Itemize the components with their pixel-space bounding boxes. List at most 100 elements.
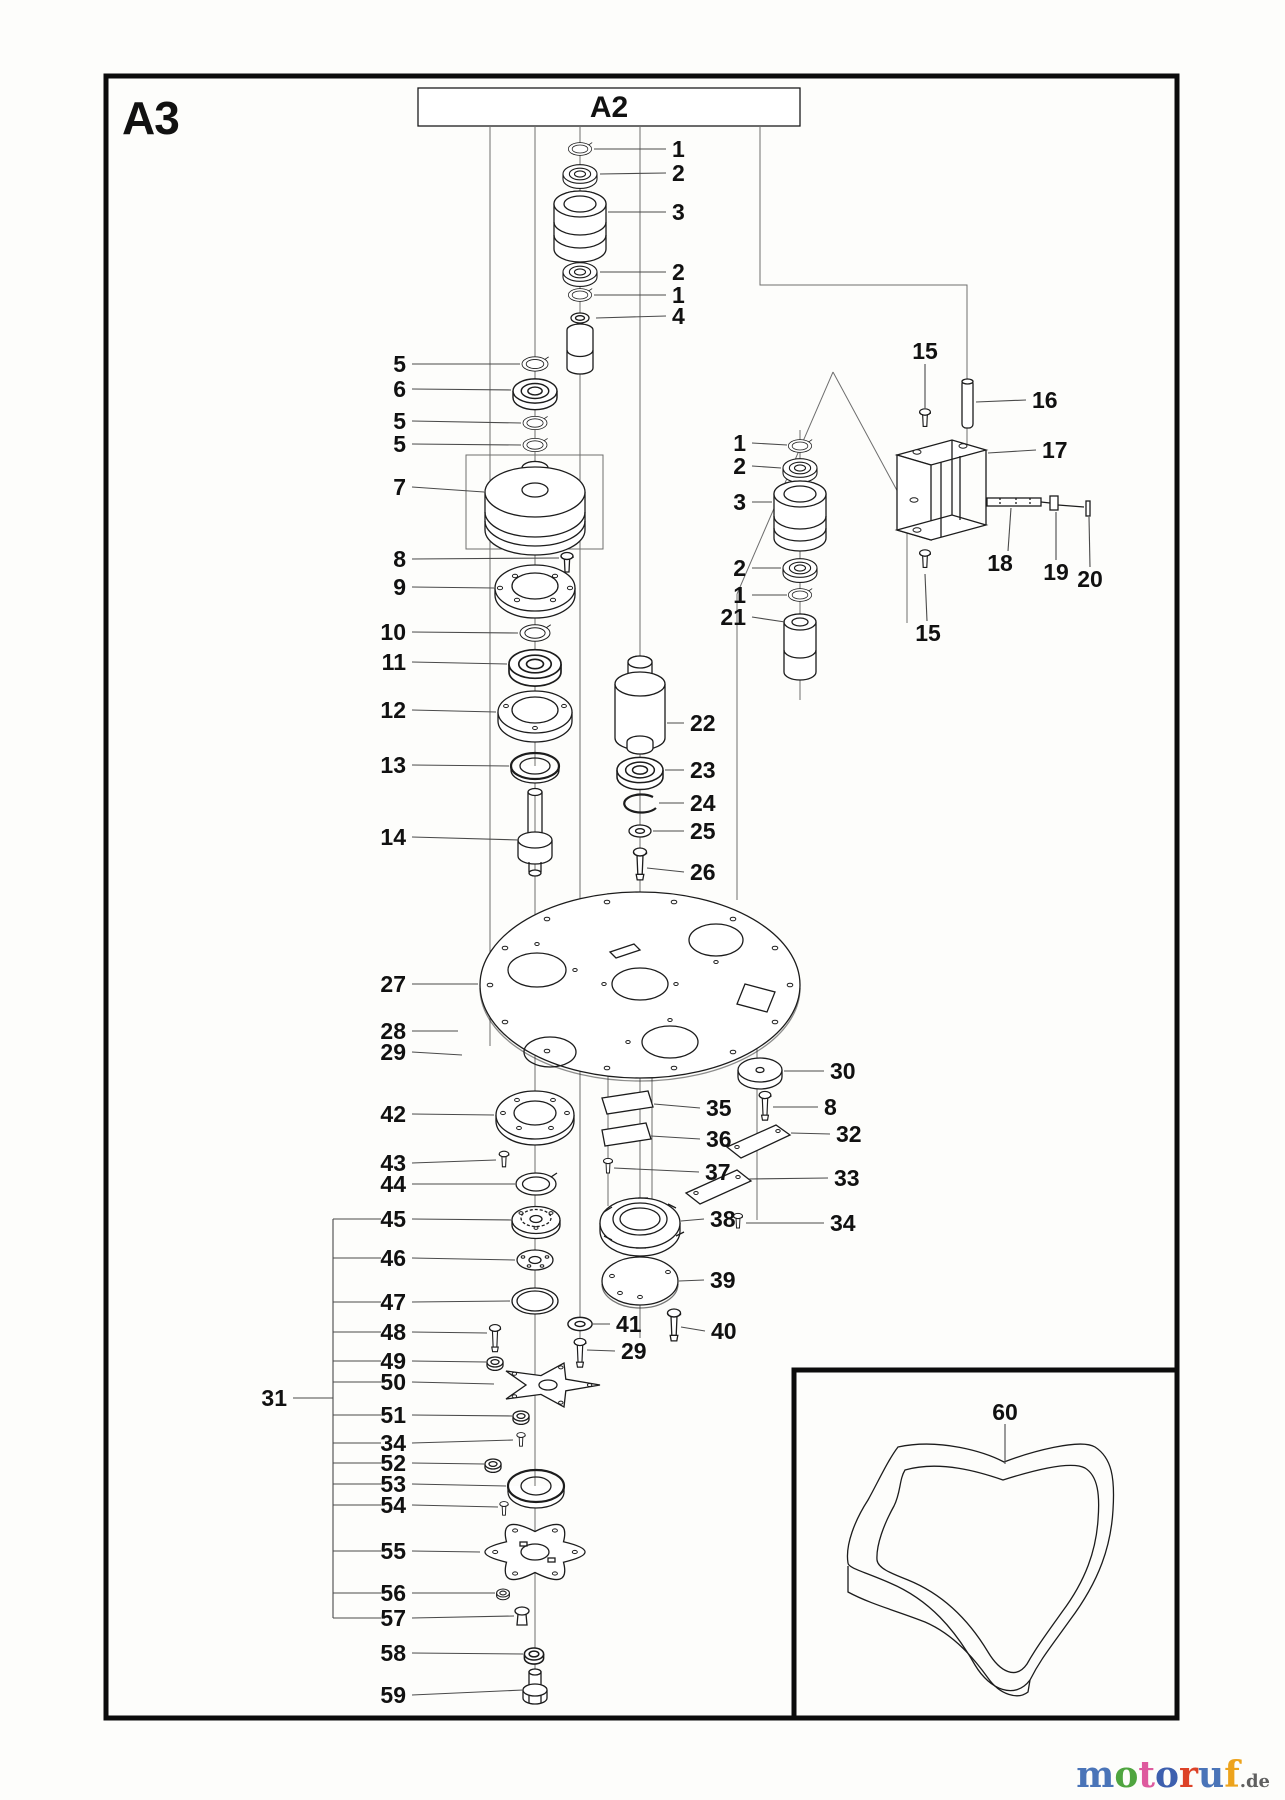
- disc-rim-holes: [486, 899, 794, 1071]
- callout-label-1: 1: [733, 582, 746, 608]
- callout-label-35: 35: [706, 1095, 732, 1121]
- callout-label-25: 25: [690, 818, 716, 844]
- part-34-screw: [516, 1432, 526, 1447]
- callout-leader: [411, 1113, 495, 1116]
- callout-label-1: 1: [733, 430, 746, 456]
- watermark-letter: f: [1224, 1754, 1240, 1796]
- callout-leader: [987, 449, 1037, 454]
- callout-layer: 1232145655789101112131427282942434445464…: [261, 136, 1102, 1708]
- part-2-bearing: [782, 558, 818, 584]
- callout-label-37: 37: [705, 1159, 731, 1185]
- part-50-star-plate: [505, 1361, 601, 1409]
- callout-label-2: 2: [672, 160, 685, 186]
- part-1-ring: [568, 142, 593, 156]
- callout-label-57: 57: [380, 1605, 406, 1631]
- callout-label-12: 12: [380, 697, 406, 723]
- inset-box: [791, 1367, 1180, 1721]
- part-6-bearing: [512, 378, 558, 411]
- callout-label-33: 33: [834, 1165, 860, 1191]
- ref-box-label: A2: [590, 91, 628, 124]
- callout-label-48: 48: [380, 1319, 406, 1345]
- callout-leader: [678, 1279, 705, 1282]
- part-57-bolt: [514, 1606, 530, 1626]
- callout-label-58: 58: [380, 1640, 406, 1666]
- callout-label-42: 42: [380, 1101, 406, 1127]
- part-51-nut: [512, 1410, 530, 1426]
- callout-leader: [586, 1349, 616, 1352]
- callout-leader: [411, 1462, 485, 1465]
- page-title: A3: [122, 92, 179, 144]
- part-2-bearing: [562, 164, 598, 190]
- callout-label-26: 26: [690, 859, 716, 885]
- callout-leader: [411, 1360, 487, 1363]
- callout-label-47: 47: [380, 1289, 406, 1315]
- callout-leader: [595, 315, 667, 319]
- part-13-seal: [509, 751, 561, 784]
- callout-label-4: 4: [672, 303, 685, 329]
- callout-label-60: 60: [992, 1399, 1018, 1425]
- part-59-bolt: [522, 1668, 548, 1705]
- callout-label-2: 2: [672, 259, 685, 285]
- callout-label-6: 6: [393, 376, 406, 402]
- part-12-housing: [497, 690, 573, 743]
- callout-leader: [411, 709, 497, 713]
- callout-label-24: 24: [690, 790, 716, 816]
- part-42-flange: [495, 1090, 575, 1146]
- callout-leader: [411, 1414, 513, 1417]
- part-15-screw: [919, 549, 931, 568]
- callout-label-7: 7: [393, 474, 406, 500]
- part-24-circlip: [623, 793, 657, 814]
- callout-leader: [646, 867, 685, 873]
- part-1-ring: [788, 439, 813, 453]
- callout-label-18: 18: [987, 550, 1013, 576]
- callout-label-52: 52: [380, 1450, 406, 1476]
- callout-leader: [411, 420, 522, 424]
- part-25-washer: [628, 824, 652, 838]
- callout-leader: [748, 1177, 829, 1180]
- callout-leader: [650, 1135, 701, 1140]
- callout-label-13: 13: [380, 752, 406, 778]
- callout-leader: [653, 1103, 701, 1109]
- part-18-rod: [986, 497, 1042, 507]
- part-35-blade-plate: [601, 1090, 654, 1115]
- callout-label-31: 31: [261, 1385, 287, 1411]
- part-55-star-wheel: [484, 1523, 586, 1581]
- callout-label-39: 39: [710, 1267, 736, 1293]
- part-7-pulley: [484, 460, 586, 556]
- part-19-cable-adjuster: [1040, 495, 1085, 511]
- callout-leader: [751, 465, 782, 469]
- callout-label-14: 14: [380, 824, 406, 850]
- callout-label-1: 1: [672, 136, 685, 162]
- part-17-bracket: [894, 439, 989, 541]
- callout-label-19: 19: [1043, 559, 1069, 585]
- callout-label-43: 43: [380, 1150, 406, 1176]
- part-11-bearing: [508, 648, 562, 687]
- callout-leader: [411, 586, 495, 589]
- callout-leader: [411, 1218, 512, 1221]
- callout-label-10: 10: [380, 619, 406, 645]
- part-2-bearing: [782, 458, 818, 484]
- callout-label-5: 5: [393, 408, 406, 434]
- part-47-ring: [511, 1287, 559, 1315]
- callout-label-44: 44: [380, 1171, 406, 1197]
- part-1-ring: [568, 288, 593, 302]
- callout-label-53: 53: [380, 1471, 406, 1497]
- callout-leader: [411, 1550, 481, 1553]
- callout-label-54: 54: [380, 1492, 406, 1518]
- callout-leader: [411, 1439, 514, 1444]
- callout-label-11: 11: [382, 649, 407, 675]
- callout-leader: [924, 573, 928, 622]
- callout-label-5: 5: [393, 431, 406, 457]
- callout-leader: [1088, 516, 1091, 568]
- callout-label-59: 59: [380, 1682, 406, 1708]
- callout-label-27: 27: [380, 971, 406, 997]
- callout-leader: [411, 1615, 515, 1619]
- callout-label-2: 2: [733, 453, 746, 479]
- parts-layer: [479, 142, 1091, 1705]
- part-49-nut: [486, 1356, 504, 1372]
- part-8-screw: [560, 551, 574, 573]
- part-60-belt: [846, 1443, 1115, 1697]
- part-15-screw: [919, 408, 931, 427]
- watermark-letter: o: [1155, 1754, 1180, 1796]
